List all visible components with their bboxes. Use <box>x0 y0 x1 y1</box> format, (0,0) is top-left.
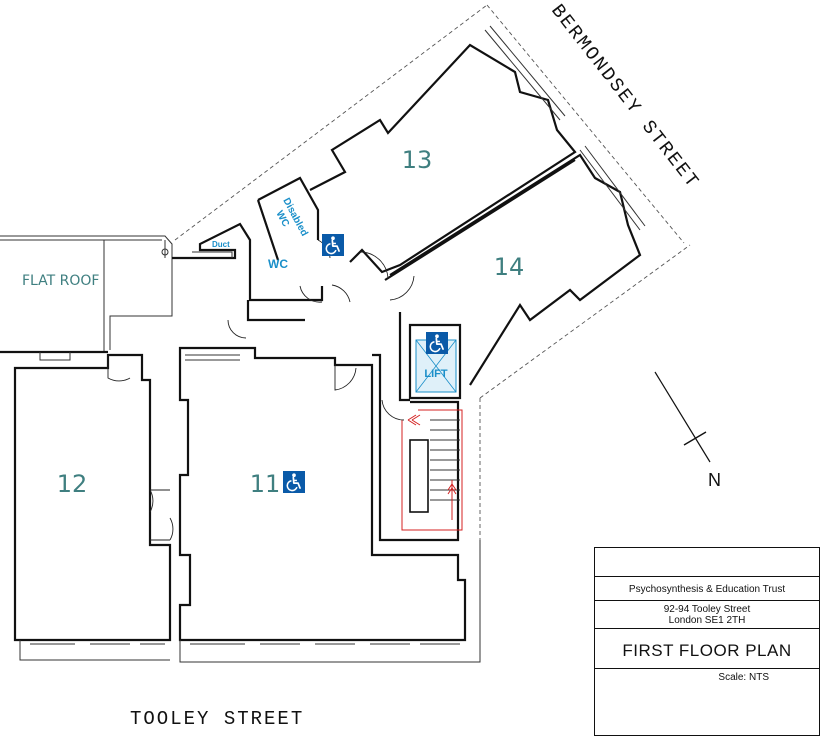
stair <box>372 353 463 542</box>
north-label: N <box>708 470 721 490</box>
wc-label: WC <box>268 257 288 271</box>
title-block-org-row: Psychosynthesis & Education Trust <box>595 576 819 600</box>
lift-shaft <box>398 312 462 402</box>
address-line1: 92-94 Tooley Street <box>663 604 751 615</box>
title-block-address-row: 92-94 Tooley Street London SE1 2TH <box>595 600 819 628</box>
landing-doors <box>107 319 357 391</box>
room-12-walls <box>0 350 172 661</box>
flat-roof-area <box>0 235 173 352</box>
room-14-label: 14 <box>494 253 525 281</box>
organisation-name: Psychosynthesis & Education Trust <box>628 584 786 595</box>
title-block-scale-row: Scale: NTS <box>595 668 819 686</box>
duct-label: Duct <box>212 240 230 249</box>
door-12-11 <box>149 489 174 541</box>
flat-roof-label: FLAT ROOF <box>22 273 100 289</box>
room-13-label: 13 <box>402 146 433 174</box>
room-12-label: 12 <box>57 470 88 498</box>
bermondsey-boundary <box>174 4 691 540</box>
drawing-title: FIRST FLOOR PLAN <box>622 641 792 660</box>
room-14-walls <box>384 145 646 386</box>
lift-label: LIFT <box>424 368 447 380</box>
wheelchair-icon <box>283 471 305 493</box>
tooley-street-label: TOOLEY STREET <box>130 708 304 730</box>
wc-block-walls <box>172 176 331 322</box>
title-block: Psychosynthesis & Education Trust 92-94 … <box>594 547 820 736</box>
disabled-wc-label: Disabled WC <box>274 196 310 238</box>
address-line2: London SE1 2TH <box>668 615 746 626</box>
lobby-doors <box>331 251 415 303</box>
north-arrow-icon: N <box>654 371 721 490</box>
wheelchair-icon <box>322 234 344 256</box>
room-13-walls <box>309 25 577 274</box>
wheelchair-icon <box>426 332 448 354</box>
room-11-label: 11 <box>250 470 281 498</box>
scale-label: Scale: NTS <box>718 672 769 683</box>
room-11-walls <box>178 346 481 663</box>
title-block-drawing-row: FIRST FLOOR PLAN <box>595 628 819 668</box>
